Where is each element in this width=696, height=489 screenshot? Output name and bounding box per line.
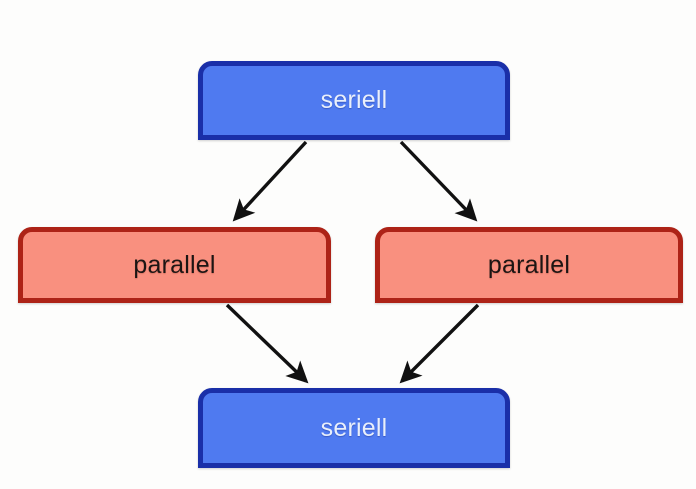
node-seriell-bottom[interactable]: seriell (198, 388, 510, 468)
edge-right-to-bottom (399, 303, 480, 384)
node-seriell-bottom-label: seriell (320, 413, 388, 442)
edge-top-to-left (232, 140, 308, 222)
node-parallel-right-label: parallel (487, 250, 571, 279)
edge-left-to-bottom (225, 303, 309, 384)
node-parallel-right[interactable]: parallel (375, 227, 683, 303)
node-seriell-top-label: seriell (320, 86, 388, 114)
node-parallel-left-label: parallel (133, 250, 216, 279)
node-seriell-top[interactable]: seriell (198, 61, 510, 140)
edge-top-to-right (399, 140, 478, 222)
node-parallel-left[interactable]: parallel (18, 227, 331, 303)
